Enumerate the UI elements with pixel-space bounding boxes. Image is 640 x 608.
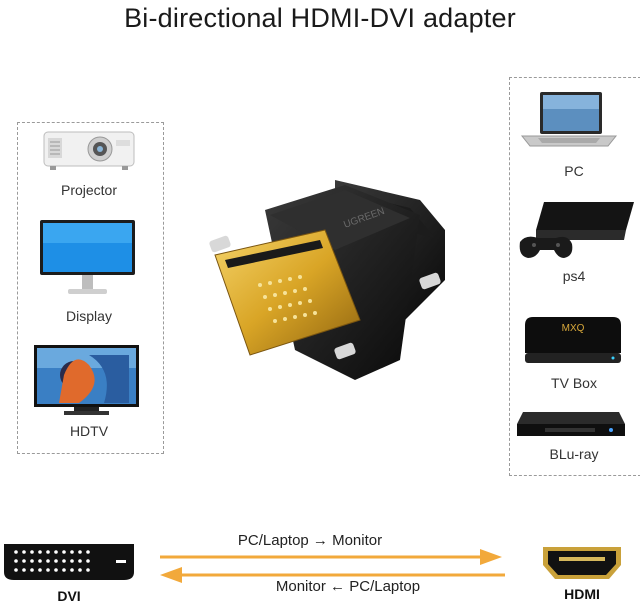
device-label-display: Display (66, 308, 112, 324)
device-label-projector: Projector (60, 182, 118, 198)
device-label-tv-box: TV Box (551, 375, 597, 391)
tv-icon (34, 345, 139, 415)
device-label-bluray: BLu-ray (549, 446, 599, 462)
projector-icon (43, 131, 135, 170)
hdmi-dvi-adapter-icon: UGREEN (209, 180, 445, 380)
device-label-ps4: ps4 (562, 268, 586, 284)
source-devices-panel (509, 77, 640, 476)
hdmi-port-icon (543, 547, 621, 579)
tv-box-icon: MXQ (525, 317, 621, 363)
arrow-right-icon (160, 549, 502, 565)
device-label-pc: PC (564, 163, 584, 179)
device-label-hdtv: HDTV (69, 423, 109, 439)
dvi-label: DVI (57, 588, 81, 604)
arrow-top-text: PC/Laptop → Monitor (237, 532, 383, 549)
bluray-player-icon (517, 412, 625, 436)
page-title: Bi-directional HDMI-DVI adapter (124, 3, 516, 33)
arrow-bottom-text: Monitor ← PC/Laptop (275, 578, 421, 595)
laptop-icon (520, 92, 618, 147)
arrow-left-icon (160, 567, 505, 583)
hdmi-label: HDMI (564, 586, 600, 602)
svg-text:MXQ: MXQ (562, 323, 585, 334)
game-console-icon (519, 202, 634, 258)
monitor-icon (40, 220, 135, 294)
output-devices-panel (17, 122, 164, 454)
dvi-port-icon (4, 544, 134, 580)
